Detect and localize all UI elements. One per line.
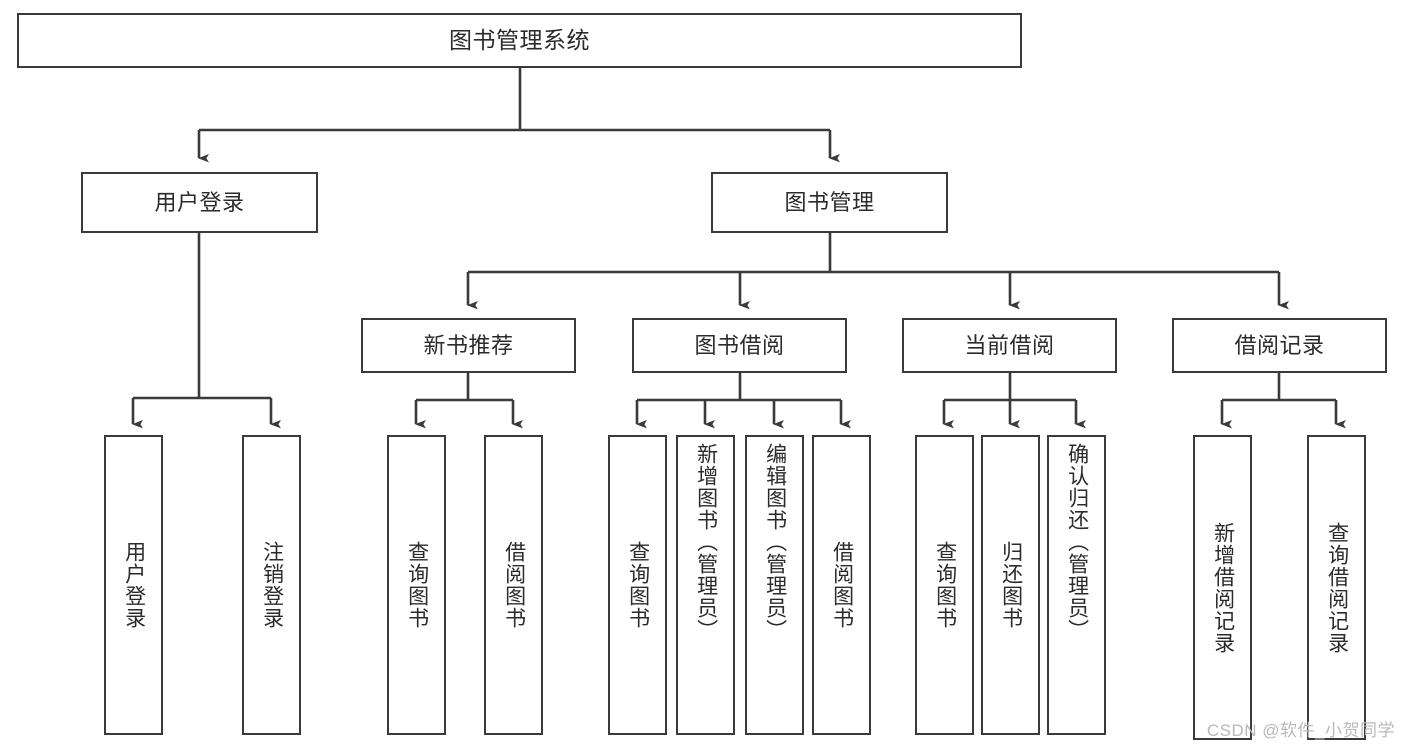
node-leaf-query-book-1[interactable]: 查询图书	[387, 435, 446, 735]
node-current-borrow-label: 当前借阅	[964, 332, 1055, 358]
node-leaf-borrow-book-2-label: 借阅图书	[830, 541, 854, 629]
node-leaf-confirm-return[interactable]: 确认归还（管理员）	[1047, 435, 1106, 735]
node-leaf-user-login-label: 用户登录	[122, 541, 146, 629]
node-leaf-user-login[interactable]: 用户登录	[104, 435, 163, 735]
node-leaf-return-book[interactable]: 归还图书	[981, 435, 1040, 735]
node-leaf-user-logout[interactable]: 注销登录	[242, 435, 301, 735]
node-leaf-edit-book[interactable]: 编辑图书（管理员）	[745, 435, 804, 735]
node-leaf-borrow-book-1[interactable]: 借阅图书	[484, 435, 543, 735]
node-leaf-query-book-2[interactable]: 查询图书	[608, 435, 667, 735]
node-leaf-borrow-book-1-label: 借阅图书	[502, 541, 526, 629]
node-borrow-record-label: 借阅记录	[1234, 332, 1325, 358]
node-leaf-add-book-label: 新增图书（管理员）	[694, 443, 718, 641]
node-borrow-record[interactable]: 借阅记录	[1172, 318, 1387, 373]
node-leaf-query-record-label: 查询借阅记录	[1325, 521, 1349, 654]
node-leaf-borrow-book-2[interactable]: 借阅图书	[812, 435, 871, 735]
node-leaf-query-book-2-label: 查询图书	[626, 541, 650, 629]
node-leaf-query-book-1-label: 查询图书	[405, 541, 429, 629]
node-leaf-add-book[interactable]: 新增图书（管理员）	[676, 435, 735, 735]
node-book-manage[interactable]: 图书管理	[711, 172, 948, 233]
node-book-borrow-label: 图书借阅	[694, 332, 785, 358]
node-new-book-recommend-label: 新书推荐	[423, 332, 514, 358]
node-leaf-query-book-3-label: 查询图书	[933, 541, 957, 629]
node-leaf-user-logout-label: 注销登录	[260, 541, 284, 629]
node-current-borrow[interactable]: 当前借阅	[902, 318, 1117, 373]
node-leaf-add-record[interactable]: 新增借阅记录	[1193, 435, 1252, 740]
node-leaf-confirm-return-label: 确认归还（管理员）	[1065, 443, 1089, 641]
node-new-book-recommend[interactable]: 新书推荐	[361, 318, 576, 373]
node-book-borrow[interactable]: 图书借阅	[632, 318, 847, 373]
node-root-system[interactable]: 图书管理系统	[17, 13, 1022, 68]
node-user-login[interactable]: 用户登录	[81, 172, 318, 233]
node-leaf-query-record[interactable]: 查询借阅记录	[1307, 435, 1366, 740]
node-leaf-edit-book-label: 编辑图书（管理员）	[763, 443, 787, 641]
node-leaf-add-record-label: 新增借阅记录	[1211, 521, 1235, 654]
node-book-manage-label: 图书管理	[784, 189, 875, 215]
node-root-system-label: 图书管理系统	[449, 27, 590, 54]
node-leaf-return-book-label: 归还图书	[999, 541, 1023, 629]
watermark-text: CSDN @软件_小贺同学	[1206, 721, 1395, 740]
node-user-login-label: 用户登录	[154, 189, 245, 215]
node-leaf-query-book-3[interactable]: 查询图书	[915, 435, 974, 735]
